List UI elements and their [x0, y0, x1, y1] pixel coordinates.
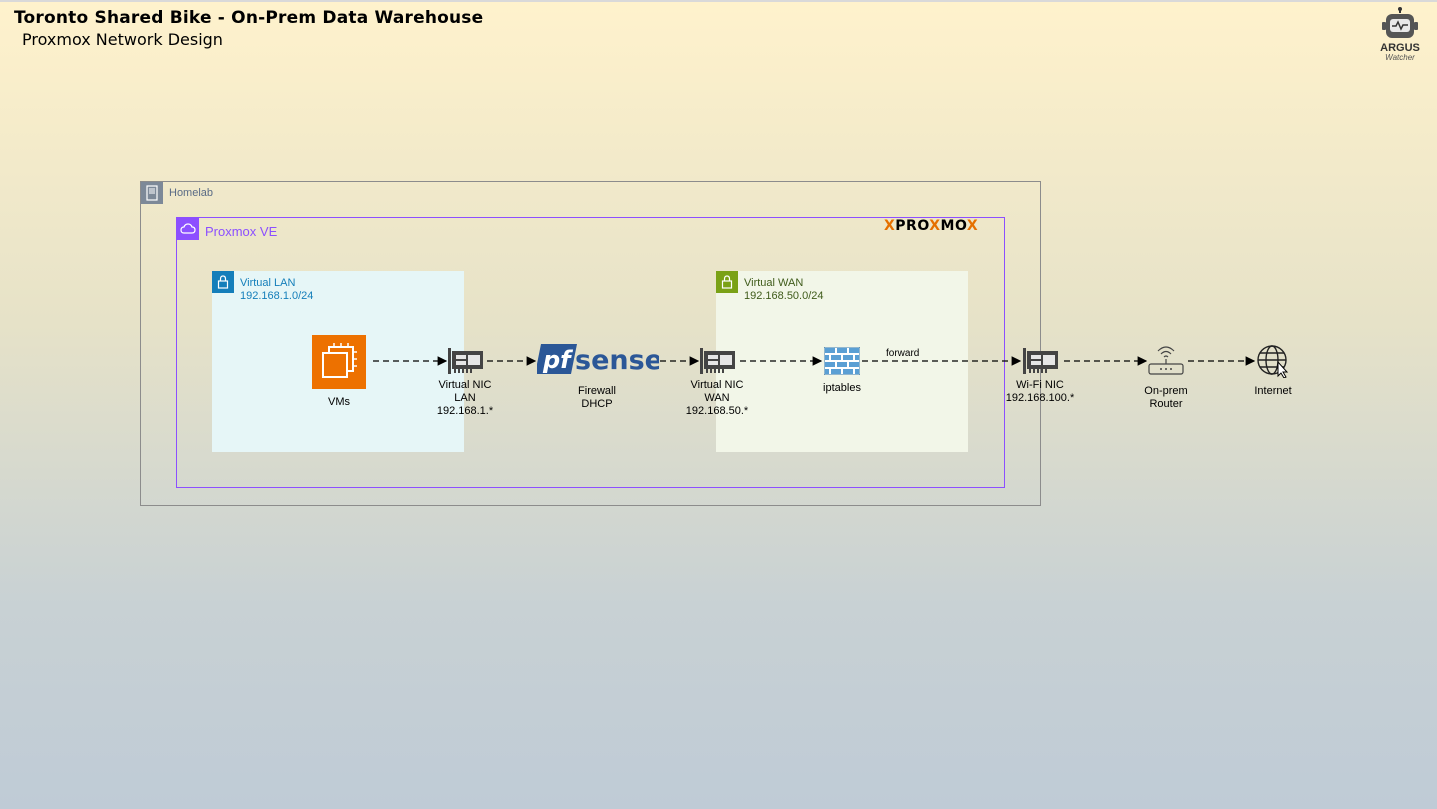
pfsense-logo[interactable]: pf sense	[535, 342, 663, 376]
network-card-icon[interactable]	[1023, 348, 1059, 374]
cloud-icon	[177, 218, 199, 240]
pfsense-label: Firewall DHCP	[557, 385, 637, 411]
pfsense-sense-text: sense	[575, 345, 659, 376]
internet-label: Internet	[1254, 385, 1292, 397]
page-subtitle: Proxmox Network Design	[22, 30, 223, 49]
wifi-nic-label: Wi-Fi NIC 192.168.100.*	[996, 379, 1084, 405]
logo-name: ARGUS	[1380, 42, 1420, 54]
top-border	[0, 0, 1437, 2]
lock-icon	[212, 271, 234, 293]
homelab-label: Homelab	[169, 187, 214, 199]
pfsense-line2: DHCP	[581, 398, 613, 410]
homelab-group: Homelab	[140, 181, 1041, 506]
robot-icon	[1382, 7, 1418, 38]
nic-lan-line2: LAN	[454, 392, 476, 404]
router-line2: Router	[1149, 398, 1183, 410]
nic-lan-line1: Virtual NIC	[438, 379, 492, 391]
network-card-icon[interactable]	[700, 348, 736, 374]
proxmox-brand-logo: XPROXMOX	[884, 218, 978, 234]
vlan-cidr: 192.168.1.0/24	[240, 290, 314, 302]
virtual-wan-label: Virtual WAN 192.168.50.0/24	[744, 277, 824, 303]
nic-lan-line3: 192.168.1.*	[436, 405, 494, 417]
edge-label-forward: forward	[886, 348, 920, 359]
nic-wan-line2: WAN	[704, 392, 730, 404]
wifi-router-icon[interactable]	[1147, 341, 1185, 377]
nic-wan-line1: Virtual NIC	[690, 379, 744, 391]
virtual-lan-label: Virtual LAN 192.168.1.0/24	[240, 277, 313, 303]
wifi-nic-line1: Wi-Fi NIC	[1016, 379, 1064, 391]
nic-wan-label: Virtual NIC WAN 192.168.50.*	[676, 379, 758, 418]
lock-icon	[716, 271, 738, 293]
vwan-cidr: 192.168.50.0/24	[744, 290, 824, 302]
page-title: Toronto Shared Bike - On-Prem Data Wareh…	[14, 8, 484, 28]
pfsense-line1: Firewall	[578, 385, 616, 397]
logo-tagline: Watcher	[1385, 53, 1415, 62]
vwan-name: Virtual WAN	[744, 277, 804, 289]
argus-logo: ARGUS Watcher	[1374, 6, 1426, 64]
proxmox-group: Proxmox VE	[176, 217, 1005, 488]
firewall-icon[interactable]	[824, 347, 860, 375]
router-line1: On-prem	[1144, 385, 1188, 397]
iptables-label: iptables	[823, 382, 861, 394]
ec2-instances-icon[interactable]	[312, 335, 366, 389]
vlan-name: Virtual LAN	[240, 277, 296, 289]
network-card-icon[interactable]	[448, 348, 484, 374]
vms-label: VMs	[328, 396, 350, 408]
proxmox-brand-x: X	[884, 218, 896, 234]
pfsense-pf-text: pf	[542, 346, 573, 374]
proxmox-brand-x2: X	[929, 218, 941, 234]
wifi-nic-line2: 192.168.100.*	[1005, 392, 1075, 404]
nic-lan-label: Virtual NIC LAN 192.168.1.*	[424, 379, 506, 418]
proxmox-brand-pro: PRO	[895, 218, 930, 234]
proxmox-brand-mo: MO	[940, 218, 967, 234]
globe-icon[interactable]	[1256, 344, 1292, 378]
proxmox-label: Proxmox VE	[205, 224, 278, 239]
proxmox-brand-end: X	[966, 218, 979, 234]
nic-wan-line3: 192.168.50.*	[685, 405, 749, 417]
server-icon	[141, 182, 163, 204]
router-label: On-prem Router	[1131, 385, 1201, 411]
